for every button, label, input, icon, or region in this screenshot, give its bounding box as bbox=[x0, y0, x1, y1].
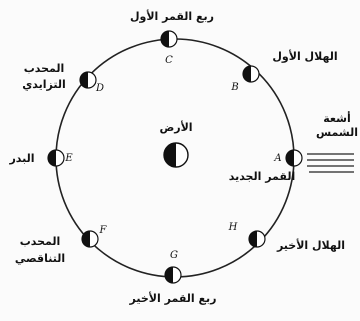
moon-b bbox=[243, 66, 259, 82]
earth bbox=[164, 143, 188, 167]
moon-h bbox=[249, 231, 265, 247]
position-label-e: البدر bbox=[8, 152, 34, 165]
moon-c bbox=[161, 31, 177, 47]
position-label-d-line2: التزايدي bbox=[22, 78, 66, 91]
position-letter-a: A bbox=[273, 153, 281, 164]
position-letter-d: D bbox=[95, 83, 104, 94]
moon-d bbox=[80, 72, 96, 88]
sun-rays-label-line2: الشمس bbox=[316, 126, 358, 139]
position-letter-g: G bbox=[170, 250, 178, 261]
position-label-f-line2: التناقصي bbox=[15, 252, 65, 265]
earth-label: الأرض bbox=[159, 120, 192, 134]
position-label-a: القمر الجديد bbox=[229, 170, 296, 183]
position-label-c: ربع القمر الأول bbox=[130, 9, 214, 23]
moon-e bbox=[48, 150, 64, 166]
sun-rays bbox=[307, 154, 354, 172]
position-letter-e: E bbox=[64, 153, 73, 164]
position-label-d-line1: المحدب bbox=[24, 62, 65, 75]
moon-g bbox=[165, 267, 181, 283]
position-label-f-line1: المحدب bbox=[20, 235, 61, 248]
position-label-h: الهلال الأخير bbox=[276, 238, 345, 252]
position-letter-h: H bbox=[228, 222, 238, 233]
position-label-g: ربع القمر الأخير bbox=[129, 291, 217, 305]
position-letter-b: B bbox=[230, 82, 238, 93]
position-label-b: الهلال الأول bbox=[272, 49, 337, 63]
moon-f bbox=[82, 231, 98, 247]
position-letter-c: C bbox=[165, 55, 173, 66]
position-letter-f: F bbox=[99, 225, 108, 236]
moon-a bbox=[286, 150, 302, 166]
sun-rays-label-line1: أشعة bbox=[323, 111, 350, 125]
